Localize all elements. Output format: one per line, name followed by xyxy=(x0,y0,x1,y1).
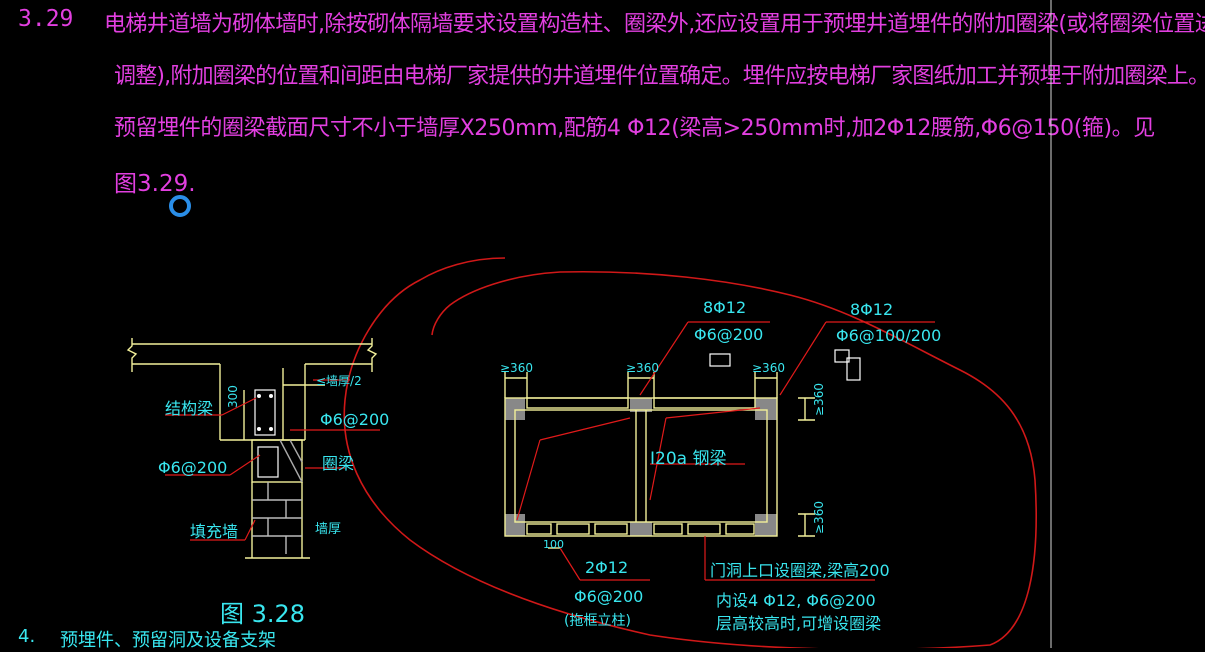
label-structural-beam: 结构梁 xyxy=(165,399,214,418)
steel-beam-label: I20a 钢梁 xyxy=(650,449,727,469)
bottom-rebar: 2Φ12 xyxy=(585,558,629,577)
fig329-plan xyxy=(504,349,861,549)
note-line-2: 调整),附加圈梁的位置和间距由电梯厂家提供的井道埋件位置确定。埋件应按电梯厂家图… xyxy=(114,64,1205,89)
column-tl xyxy=(505,398,525,420)
column-tm xyxy=(630,398,652,412)
bottom-note: (拖框立柱) xyxy=(564,613,631,629)
bottom-stirrup: Φ6@200 xyxy=(574,587,644,606)
cursor-circle-icon xyxy=(169,195,191,217)
fig328-leaders xyxy=(165,379,380,541)
door-note-2: 内设4 Φ12, Φ6@200 xyxy=(716,591,876,610)
section4-title: 预埋件、预留洞及设备支架 xyxy=(60,630,276,651)
dim-100: 100 xyxy=(543,538,564,551)
top-mid-stirrup: Φ6@200 xyxy=(694,325,764,344)
note-line-1: 电梯井道墙为砌体墙时,除按砌体隔墙要求设置构造柱、圈梁外,还应设置用于预埋井道埋… xyxy=(104,12,1205,37)
label-infill-wall: 填充墙 xyxy=(190,522,239,541)
label-phi6-200-left: Φ6@200 xyxy=(158,458,228,477)
column-bl xyxy=(505,514,525,536)
embed-symbol-icon-2 xyxy=(834,349,850,363)
top-right-stirrup: Φ6@100/200 xyxy=(836,326,942,345)
label-ring-beam: 圈梁 xyxy=(322,454,355,473)
label-wall-half: ≤墙厚/2 xyxy=(316,374,362,388)
label-wall-thickness: 墙厚 xyxy=(315,522,342,537)
label-phi6-200-right: Φ6@200 xyxy=(320,410,390,429)
top-right-rebar: 8Φ12 xyxy=(850,300,894,319)
section4-number: 4. xyxy=(18,626,36,647)
door-note-3: 层高较高时,可增设圈梁 xyxy=(716,614,882,633)
fig329-leaders xyxy=(516,321,935,581)
column-tr xyxy=(755,398,777,420)
note-line-3: 预留埋件的圈梁截面尺寸不小于墙厚X250mm,配筋4 Φ12(梁高>250mm时… xyxy=(114,116,1155,141)
column-br xyxy=(755,514,777,536)
top-mid-rebar: 8Φ12 xyxy=(703,298,747,317)
embed-symbol-icon xyxy=(709,353,731,367)
fig328-section xyxy=(126,338,378,559)
note-line-4: 图3.29. xyxy=(114,171,196,197)
dim-360-b: ≥360 xyxy=(626,361,659,375)
revision-cloud xyxy=(343,257,1037,648)
fig328-caption: 图 3.28 xyxy=(220,600,306,628)
label-300: 300 xyxy=(226,385,240,408)
dim-360-side-top: ≥360 xyxy=(812,383,826,416)
dim-360-a: ≥360 xyxy=(500,361,533,375)
door-note-1: 门洞上口设圈梁,梁高200 xyxy=(710,561,890,580)
dim-360-c: ≥360 xyxy=(752,361,785,375)
clause-number: 3.29 xyxy=(18,6,74,32)
dim-360-side-bottom: ≥360 xyxy=(812,501,826,534)
column-bm xyxy=(630,522,652,536)
